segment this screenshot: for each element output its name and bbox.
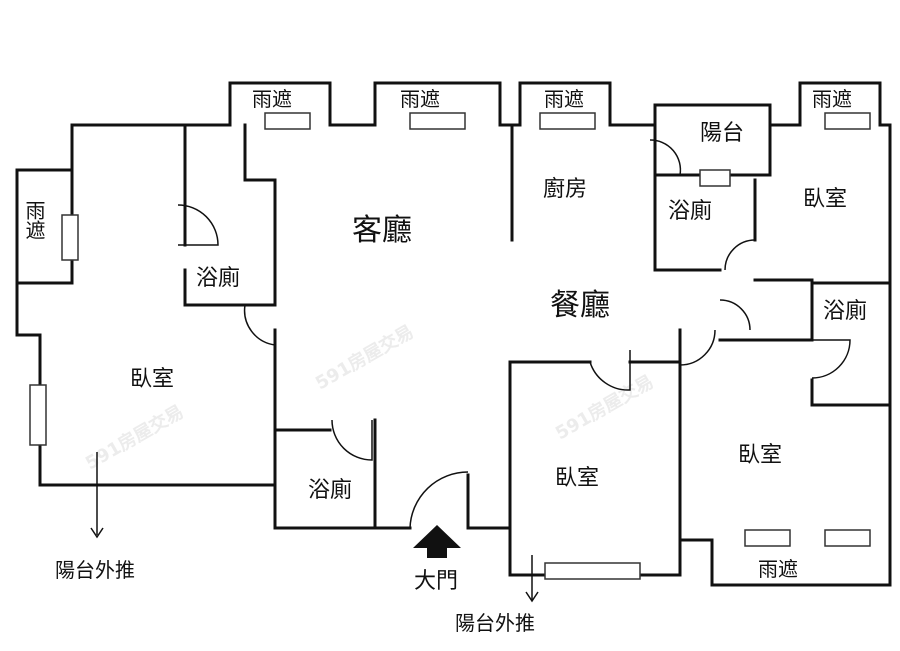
balcony-push-label-center: 陽台外推 bbox=[455, 611, 535, 635]
room-label-kitchen: 廚房 bbox=[543, 177, 587, 202]
room-label-living-room: 客廳 bbox=[352, 213, 412, 248]
awning-label: 雨遮 bbox=[544, 87, 584, 111]
room-label-bath-kitchen: 浴廁 bbox=[668, 199, 712, 224]
room-label-bath-left: 浴廁 bbox=[196, 266, 240, 291]
awning-label-left: 雨遮 bbox=[22, 200, 46, 240]
awning-label-bottom: 雨遮 bbox=[758, 557, 798, 581]
main-door-label: 大門 bbox=[414, 569, 458, 594]
room-label-dining-room: 餐廳 bbox=[550, 288, 610, 323]
balcony-push-label-left: 陽台外推 bbox=[55, 558, 135, 582]
room-label-bedroom-right-top: 臥室 bbox=[803, 187, 847, 212]
balcony-push-arrow-center bbox=[525, 555, 539, 603]
balcony-push-arrow-left bbox=[90, 452, 104, 539]
room-label-bath-entry: 浴廁 bbox=[308, 478, 352, 503]
awning-label: 雨遮 bbox=[252, 87, 292, 111]
room-label-bedroom-left: 臥室 bbox=[130, 367, 174, 392]
main-door-arrow bbox=[413, 525, 461, 558]
svg-text:591房屋交易: 591房屋交易 bbox=[312, 320, 418, 394]
room-label-bedroom-center: 臥室 bbox=[555, 466, 599, 491]
windows bbox=[29, 112, 871, 580]
room-label-balcony: 陽台 bbox=[700, 121, 744, 146]
watermark: 591房屋交易 591房屋交易 591房屋交易 bbox=[82, 320, 658, 474]
walls bbox=[15, 81, 892, 587]
room-label-bath-right: 浴廁 bbox=[823, 299, 867, 324]
awning-label: 雨遮 bbox=[400, 87, 440, 111]
room-label-bedroom-right-bottom: 臥室 bbox=[738, 443, 782, 468]
doors bbox=[177, 139, 851, 530]
awning-label: 雨遮 bbox=[812, 87, 852, 111]
